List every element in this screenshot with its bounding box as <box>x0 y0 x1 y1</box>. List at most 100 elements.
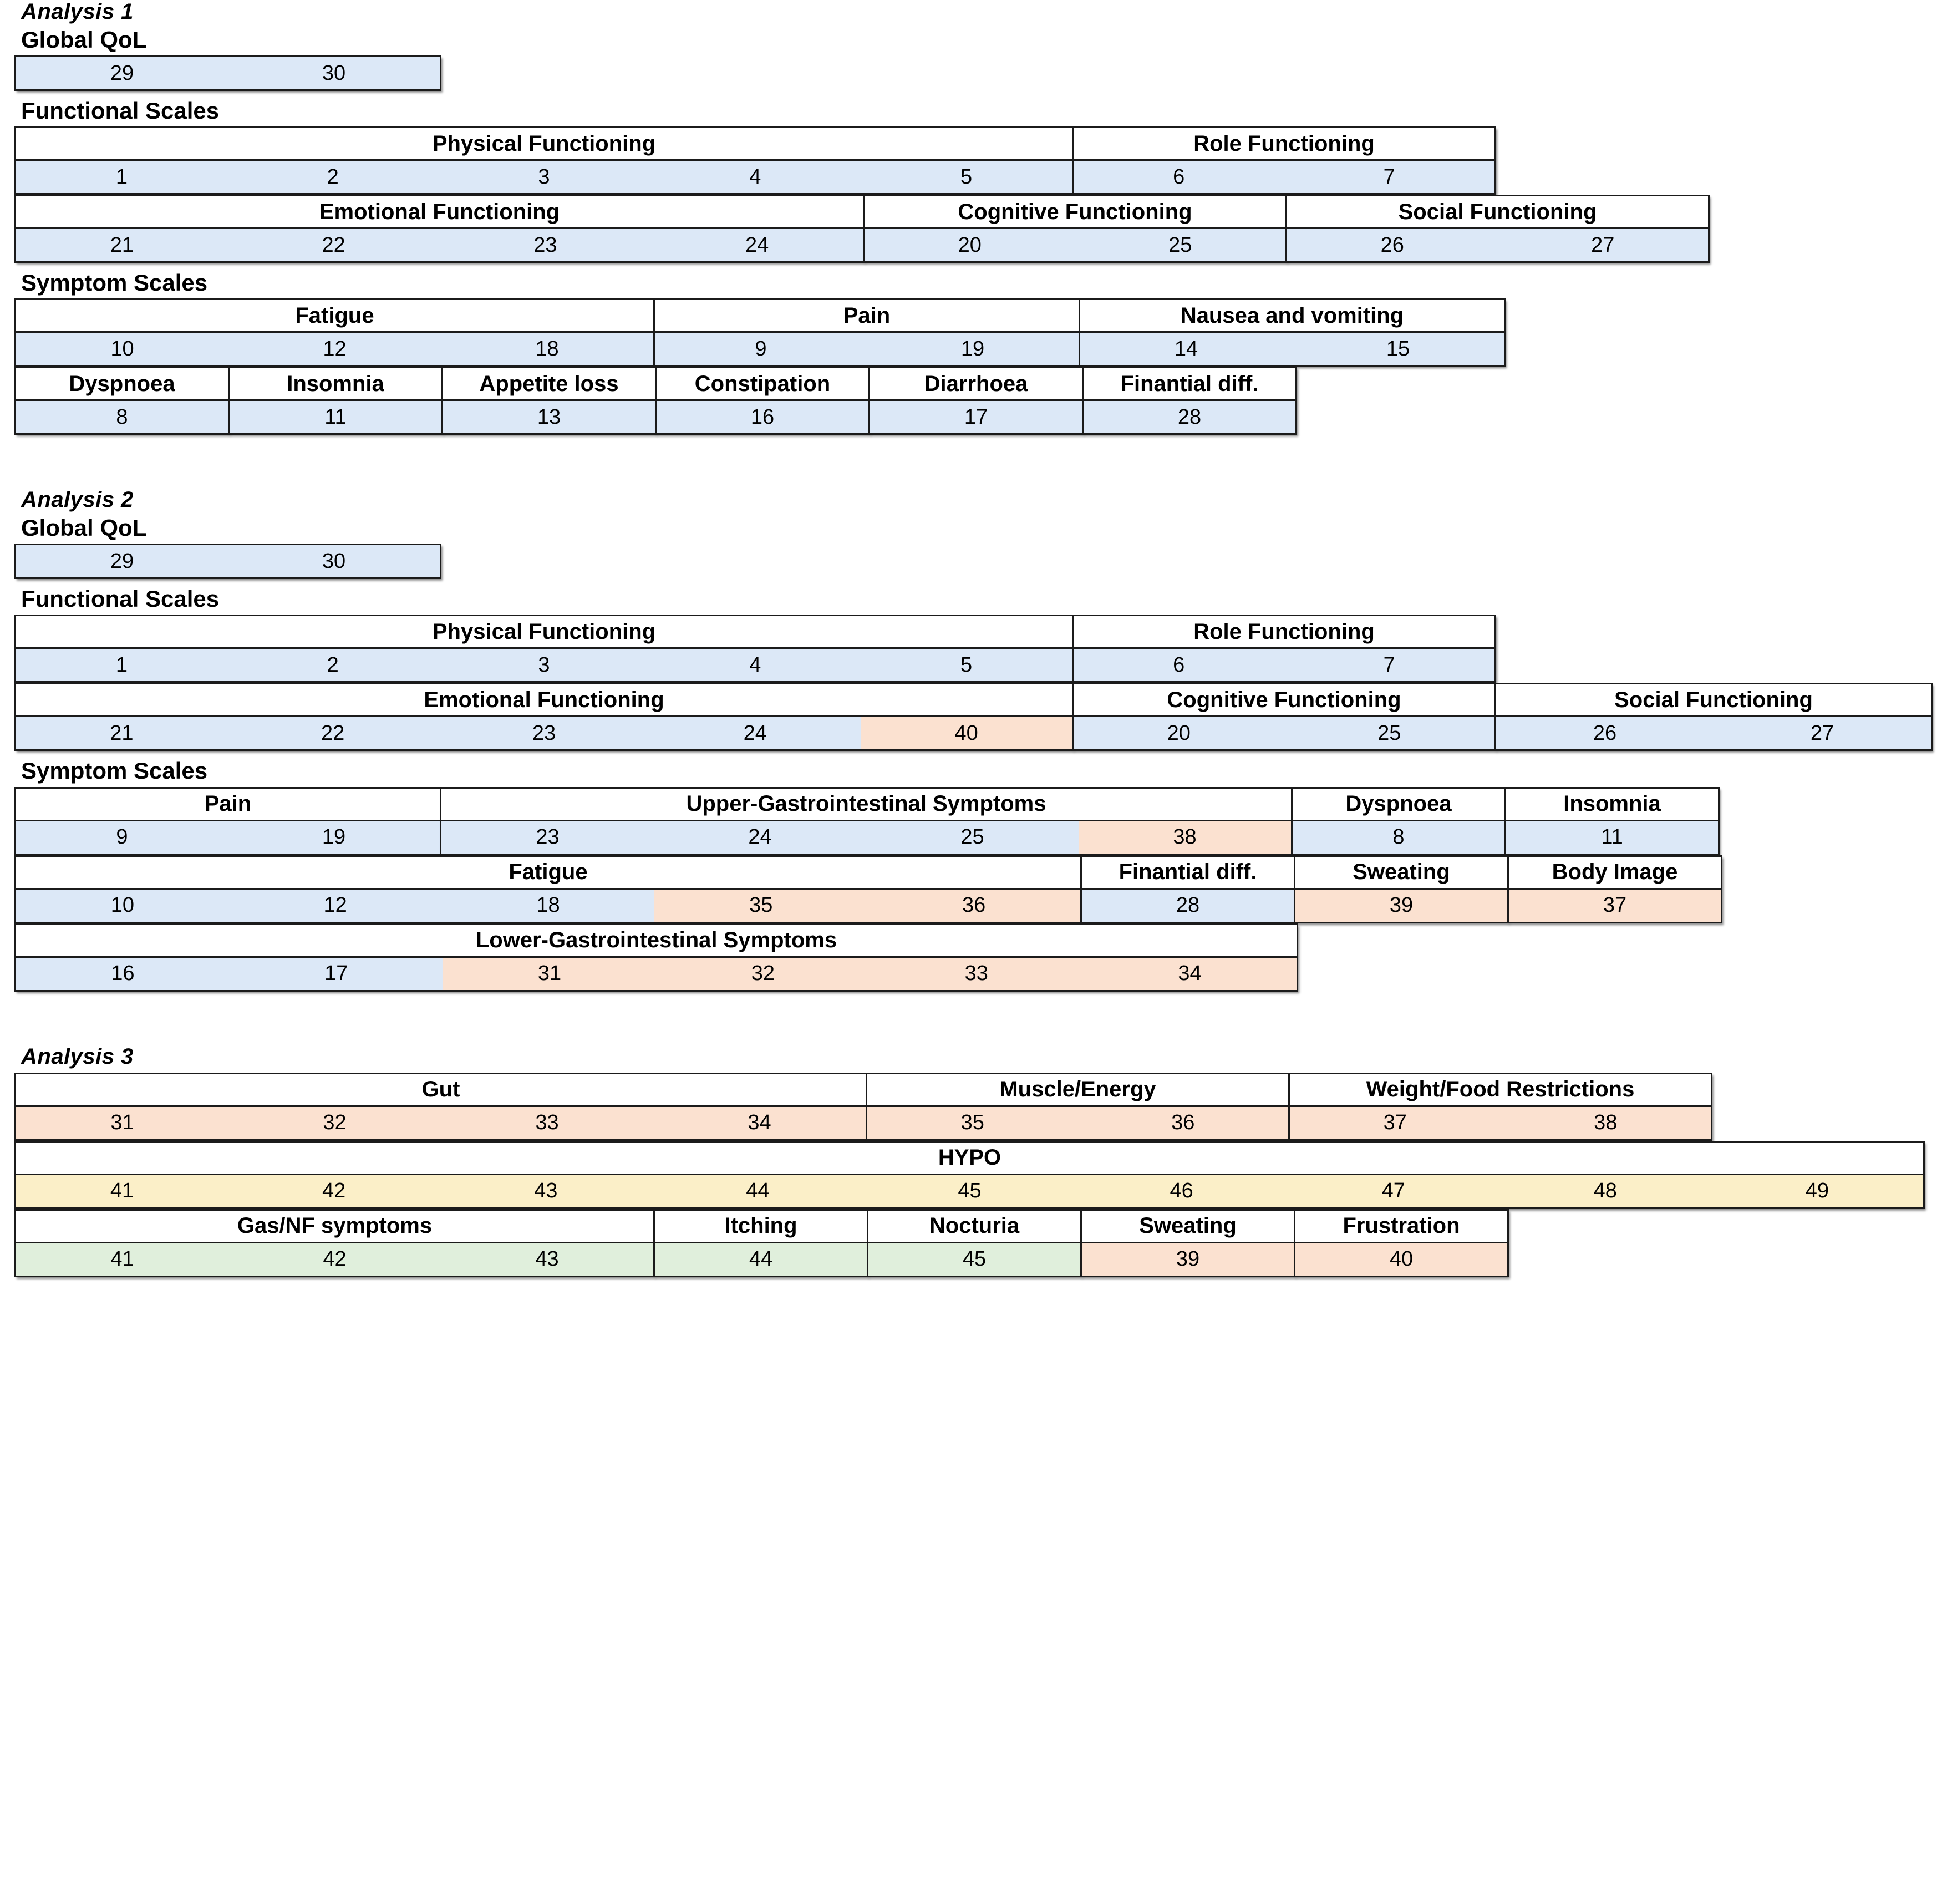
section-spacer <box>0 992 1942 1045</box>
item-cell: 1 <box>16 649 227 682</box>
item-cell: 7 <box>1284 161 1494 194</box>
item-row: 28 <box>1082 887 1294 922</box>
scale-group-header: Fatigue <box>16 856 1080 888</box>
scale-group-header: Physical Functioning <box>16 616 1072 648</box>
item-row: 11 <box>1506 819 1718 854</box>
item-cell: 5 <box>861 649 1072 682</box>
analysis-title: Analysis 1 <box>21 0 134 24</box>
scale-group-header: Insomnia <box>1506 788 1718 820</box>
item-cell: 8 <box>16 401 228 434</box>
scale-group-header: Fatigue <box>16 300 653 332</box>
item-cell: 35 <box>654 889 868 922</box>
scale-group: Finantial diff.28 <box>1082 367 1297 435</box>
item-cell: 32 <box>656 957 870 990</box>
section-label: Symptom Scales <box>21 758 208 784</box>
item-cell: 21 <box>16 717 227 750</box>
scale-group-header: Gut <box>16 1074 866 1105</box>
item-cell: 34 <box>653 1106 866 1139</box>
item-cell: 22 <box>227 229 440 262</box>
item-cell: 27 <box>1497 229 1708 262</box>
item-cell: 2 <box>227 649 439 682</box>
item-cell: 34 <box>1083 957 1297 990</box>
item-cell: 4 <box>649 649 861 682</box>
item-row: 11 <box>230 399 441 434</box>
item-cell: 26 <box>1496 717 1714 750</box>
scale-group-header: Nocturia <box>868 1210 1080 1242</box>
item-row: 17 <box>870 399 1082 434</box>
item-cell: 6 <box>1074 161 1284 194</box>
item-row: 39 <box>1082 1241 1294 1276</box>
item-cell: 41 <box>16 1175 228 1207</box>
item-cell: 24 <box>649 717 861 750</box>
item-cell: 49 <box>1711 1175 1923 1207</box>
item-cell: 37 <box>1509 889 1721 922</box>
item-cell: 25 <box>866 821 1079 854</box>
item-cell: 16 <box>657 401 868 434</box>
item-cell: 3 <box>438 161 650 194</box>
scale-group-header: Emotional Functioning <box>16 196 863 228</box>
item-cell: 29 <box>16 57 228 90</box>
item-cell: 16 <box>16 957 230 990</box>
item-cell: 44 <box>652 1175 864 1207</box>
item-row: 45 <box>868 1241 1080 1276</box>
analysis-title: Analysis 3 <box>21 1044 134 1069</box>
scale-group-header: Sweating <box>1295 856 1507 888</box>
scale-group-header: Muscle/Energy <box>867 1074 1288 1105</box>
item-cell: 11 <box>230 401 441 434</box>
item-cell: 23 <box>438 717 650 750</box>
section-label: Global QoL <box>21 27 147 53</box>
item-cell: 47 <box>1287 1175 1499 1207</box>
item-row: 39 <box>1295 887 1507 922</box>
item-row: 16 <box>657 399 868 434</box>
row-spacer <box>0 751 1942 759</box>
item-cell: 15 <box>1292 333 1504 365</box>
scale-group-header: Gas/NF symptoms <box>16 1210 653 1242</box>
item-cell: 6 <box>1074 649 1284 682</box>
item-row: 37 <box>1509 887 1721 922</box>
item-cell: 4 <box>649 161 861 194</box>
item-cell: 45 <box>863 1175 1076 1207</box>
scale-group-header: Dyspnoea <box>1293 788 1504 820</box>
scale-group-header: Itching <box>655 1210 867 1242</box>
scale-group-header: Cognitive Functioning <box>865 196 1285 228</box>
scale-group-header: Cognitive Functioning <box>1074 684 1494 716</box>
section-label: Functional Scales <box>21 98 220 124</box>
item-cell: 32 <box>228 1106 441 1139</box>
item-cell: 44 <box>655 1243 867 1276</box>
item-cell: 33 <box>870 957 1084 990</box>
scale-group-header: Emotional Functioning <box>16 684 1072 716</box>
item-cell: 28 <box>1084 401 1295 434</box>
